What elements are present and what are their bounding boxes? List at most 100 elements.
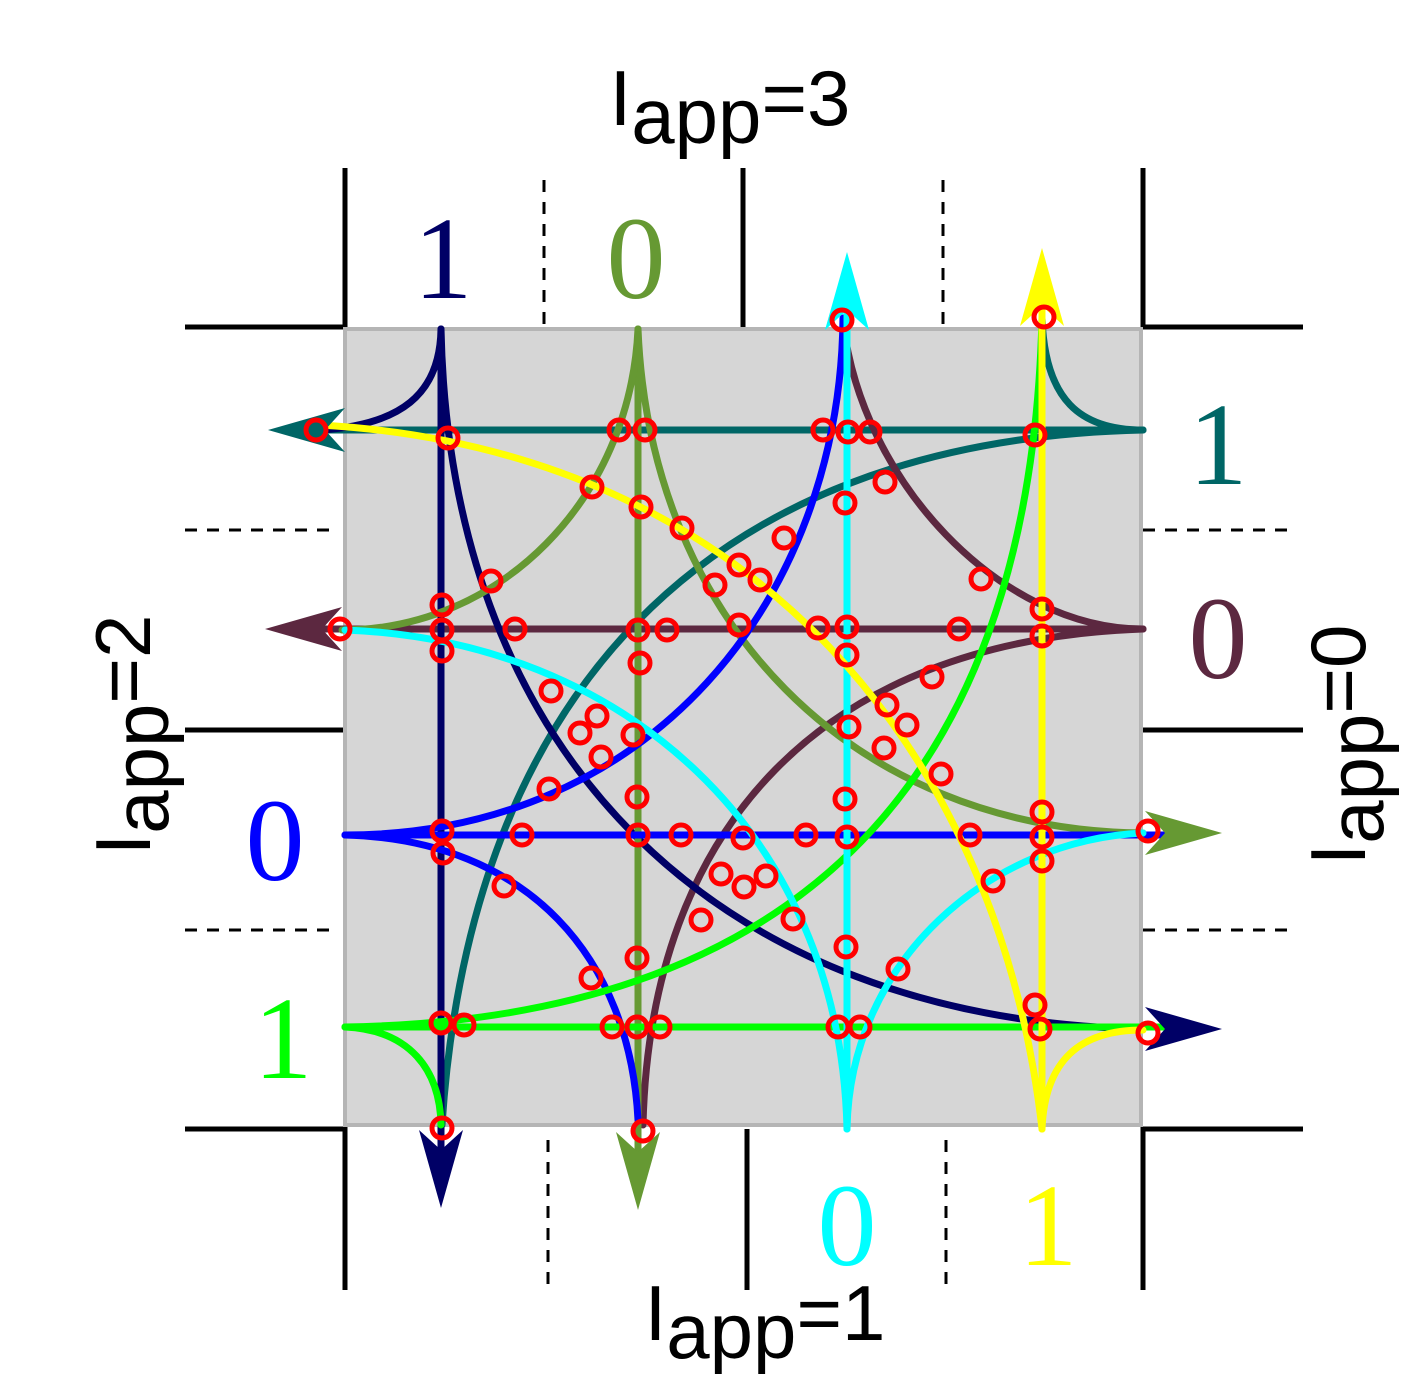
intersection-marker: [919, 664, 945, 690]
label-left: Iapp=2: [79, 615, 185, 856]
intersection-marker: [832, 786, 858, 812]
intersection-marker: [624, 945, 650, 971]
intersection-marker: [871, 735, 897, 761]
intersection-marker: [578, 965, 604, 991]
port-label-top-navy: 1: [414, 193, 473, 324]
intersection-marker: [833, 934, 859, 960]
yellow-hook-bottom-right: [1038, 1026, 1147, 1133]
intersection-marker: [327, 616, 353, 642]
intersection-marker: [1029, 596, 1055, 622]
port-label-left-lime: 1: [254, 973, 313, 1104]
intersection-marker: [647, 1014, 673, 1040]
frame-corner-bottom-left: [185, 1126, 348, 1290]
intersection-marker: [829, 307, 855, 333]
intersection-marker: [872, 469, 898, 495]
intersection-marker: [491, 873, 517, 899]
cyan-curve-left: [341, 626, 851, 1133]
intersection-marker: [753, 863, 779, 889]
intersection-marker: [1022, 992, 1048, 1018]
intersection-marker: [747, 567, 773, 593]
port-label-left-blue: 0: [246, 775, 305, 906]
lime-hook-bottom-left: [341, 1023, 445, 1129]
intersection-markers: [303, 304, 1161, 1144]
arrowheads: [265, 248, 1222, 1210]
intersection-marker: [780, 906, 806, 932]
intersection-marker: [1027, 1016, 1053, 1042]
intersection-marker: [429, 1115, 455, 1141]
intersection-marker: [628, 494, 654, 520]
intersection-marker: [584, 703, 610, 729]
intersection-marker: [428, 1010, 454, 1036]
yellow-curve-diagonal: [316, 421, 1046, 1133]
arrow-down-olive: [616, 1132, 660, 1210]
intersection-marker: [836, 714, 862, 740]
intersection-marker: [731, 874, 757, 900]
intersection-marker: [627, 650, 653, 676]
lime-curve-up: [341, 314, 1046, 1031]
intersection-marker: [538, 678, 564, 704]
intersection-marker: [502, 616, 528, 642]
port-label-top-olive: 0: [607, 193, 666, 324]
maroon-curve-down: [639, 625, 1147, 1129]
cyan-curve-right: [843, 829, 1147, 1133]
intersection-marker: [726, 552, 752, 578]
intersection-marker: [669, 515, 695, 541]
intersection-marker: [478, 568, 504, 594]
intersection-marker: [708, 861, 734, 887]
intersection-marker: [451, 1012, 477, 1038]
intersection-marker: [834, 614, 860, 640]
intersection-marker: [536, 776, 562, 802]
intersection-marker: [793, 822, 819, 848]
intersection-marker: [1135, 818, 1161, 844]
intersection-marker: [834, 642, 860, 668]
intersection-marker: [847, 1014, 873, 1040]
intersection-marker: [885, 956, 911, 982]
port-label-right-maroon: 0: [1189, 573, 1248, 704]
frame-corner-bottom-right: [1140, 1126, 1303, 1290]
intersection-marker: [1029, 799, 1055, 825]
intersection-marker: [599, 1014, 625, 1040]
intersection-marker: [928, 761, 954, 787]
state-box: [343, 327, 1143, 1127]
intersection-marker: [303, 417, 329, 443]
intersection-marker: [730, 825, 756, 851]
intersection-marker: [632, 417, 658, 443]
intersection-marker: [435, 425, 461, 451]
port-label-right-teal: 1: [1189, 379, 1248, 510]
intersection-marker: [429, 638, 455, 664]
arrow-down-navy: [419, 1130, 463, 1208]
intersection-marker: [771, 525, 797, 551]
intersection-marker: [1029, 848, 1055, 874]
intersection-marker: [509, 822, 535, 848]
arrow-right-olive: [1145, 811, 1222, 855]
frame-dashed: [185, 180, 1290, 1290]
arrow-right-navy: [1145, 1007, 1222, 1051]
label-top: Iapp=3: [610, 54, 851, 160]
intersection-marker: [668, 822, 694, 848]
intersection-marker: [579, 474, 605, 500]
intersection-marker: [832, 490, 858, 516]
blue-curve-down: [341, 831, 642, 1124]
intersection-marker: [606, 417, 632, 443]
arrow-left-maroon: [265, 607, 342, 651]
intersection-marker: [630, 1118, 656, 1144]
intersection-marker: [834, 824, 860, 850]
intersection-marker: [625, 617, 651, 643]
intersection-marker: [857, 419, 883, 445]
intersection-marker: [1029, 623, 1055, 649]
intersection-marker: [1022, 422, 1048, 448]
frame-corner-top-right: [1140, 168, 1303, 330]
port-label-bottom-cyan: 0: [818, 1160, 877, 1291]
intersection-marker: [429, 592, 455, 618]
intersection-marker: [726, 612, 752, 638]
intersection-marker: [874, 692, 900, 718]
intersection-marker: [430, 840, 456, 866]
intersection-marker: [1031, 304, 1057, 330]
intersection-marker: [624, 784, 650, 810]
frame-corner-top-left: [185, 168, 348, 330]
olive-curve-left: [338, 325, 642, 634]
intersection-marker: [702, 572, 728, 598]
trajectories: [296, 266, 1204, 1184]
intersection-marker: [1135, 1020, 1161, 1046]
